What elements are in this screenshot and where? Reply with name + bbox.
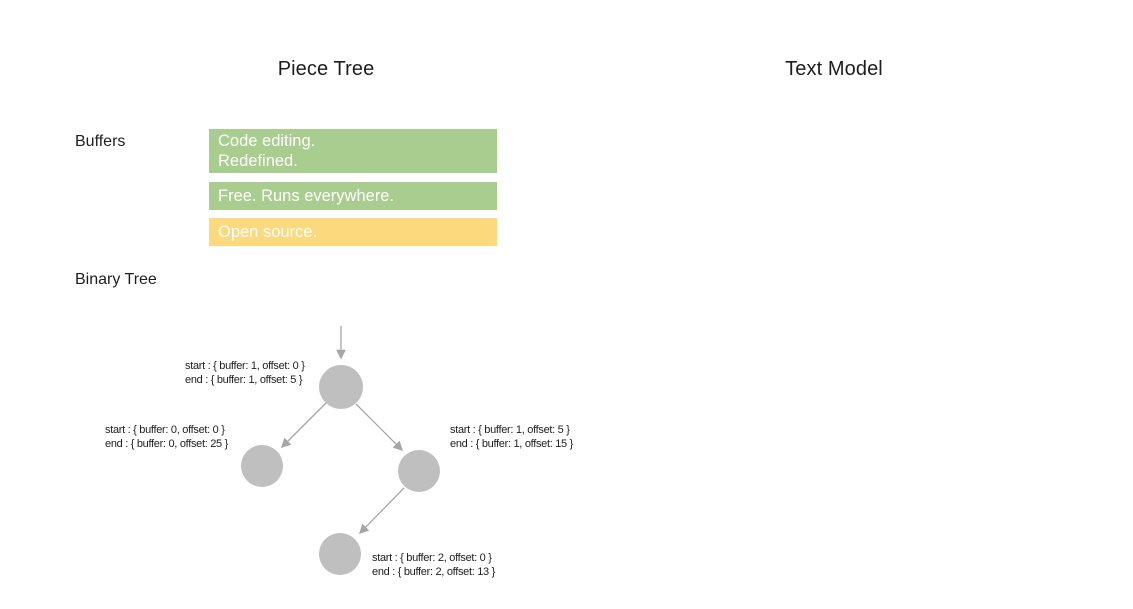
binary-tree-label: Binary Tree <box>75 271 157 288</box>
tree-annotation-right: start : { buffer: 1, offset: 5 } end : {… <box>450 424 574 450</box>
tree-node-bottom <box>319 533 361 575</box>
tree-node-root <box>319 365 363 409</box>
buffer-line: Open source. <box>218 223 318 241</box>
edge-root-to-left <box>280 402 327 449</box>
annotation-bottom-end: end : { buffer: 2, offset: 13 } <box>372 566 496 578</box>
buffer-box-2: Open source. <box>209 218 497 246</box>
tree-annotation-root: start : { buffer: 1, offset: 0 } end : {… <box>185 360 306 386</box>
edge-root-to-right <box>355 403 404 452</box>
buffer-line: Redefined. <box>218 152 298 170</box>
tree-node-left <box>241 445 283 487</box>
annotation-right-end: end : { buffer: 1, offset: 15 } <box>450 438 574 450</box>
piece-tree-title: Piece Tree <box>277 58 375 80</box>
annotation-right-start: start : { buffer: 1, offset: 5 } <box>450 424 570 436</box>
annotation-bottom-start: start : { buffer: 2, offset: 0 } <box>372 552 492 564</box>
tree-annotation-left: start : { buffer: 0, offset: 0 } end : {… <box>105 424 229 450</box>
tree-annotation-bottom: start : { buffer: 2, offset: 0 } end : {… <box>372 552 496 578</box>
text-model-title: Text Model <box>785 58 883 80</box>
annotation-left-end: end : { buffer: 0, offset: 25 } <box>105 438 229 450</box>
buffer-box-1: Free. Runs everywhere. <box>209 182 497 210</box>
buffer-box-0: Code editing. Redefined. <box>209 129 497 173</box>
buffers-label: Buffers <box>75 133 126 150</box>
annotation-root-start: start : { buffer: 1, offset: 0 } <box>185 360 305 372</box>
edge-right-to-bottom <box>358 487 405 535</box>
buffer-line: Free. Runs everywhere. <box>218 187 395 205</box>
annotation-root-end: end : { buffer: 1, offset: 5 } <box>185 374 303 386</box>
annotation-left-start: start : { buffer: 0, offset: 0 } <box>105 424 225 436</box>
buffer-line: Code editing. <box>218 132 316 150</box>
tree-node-right <box>398 450 440 492</box>
